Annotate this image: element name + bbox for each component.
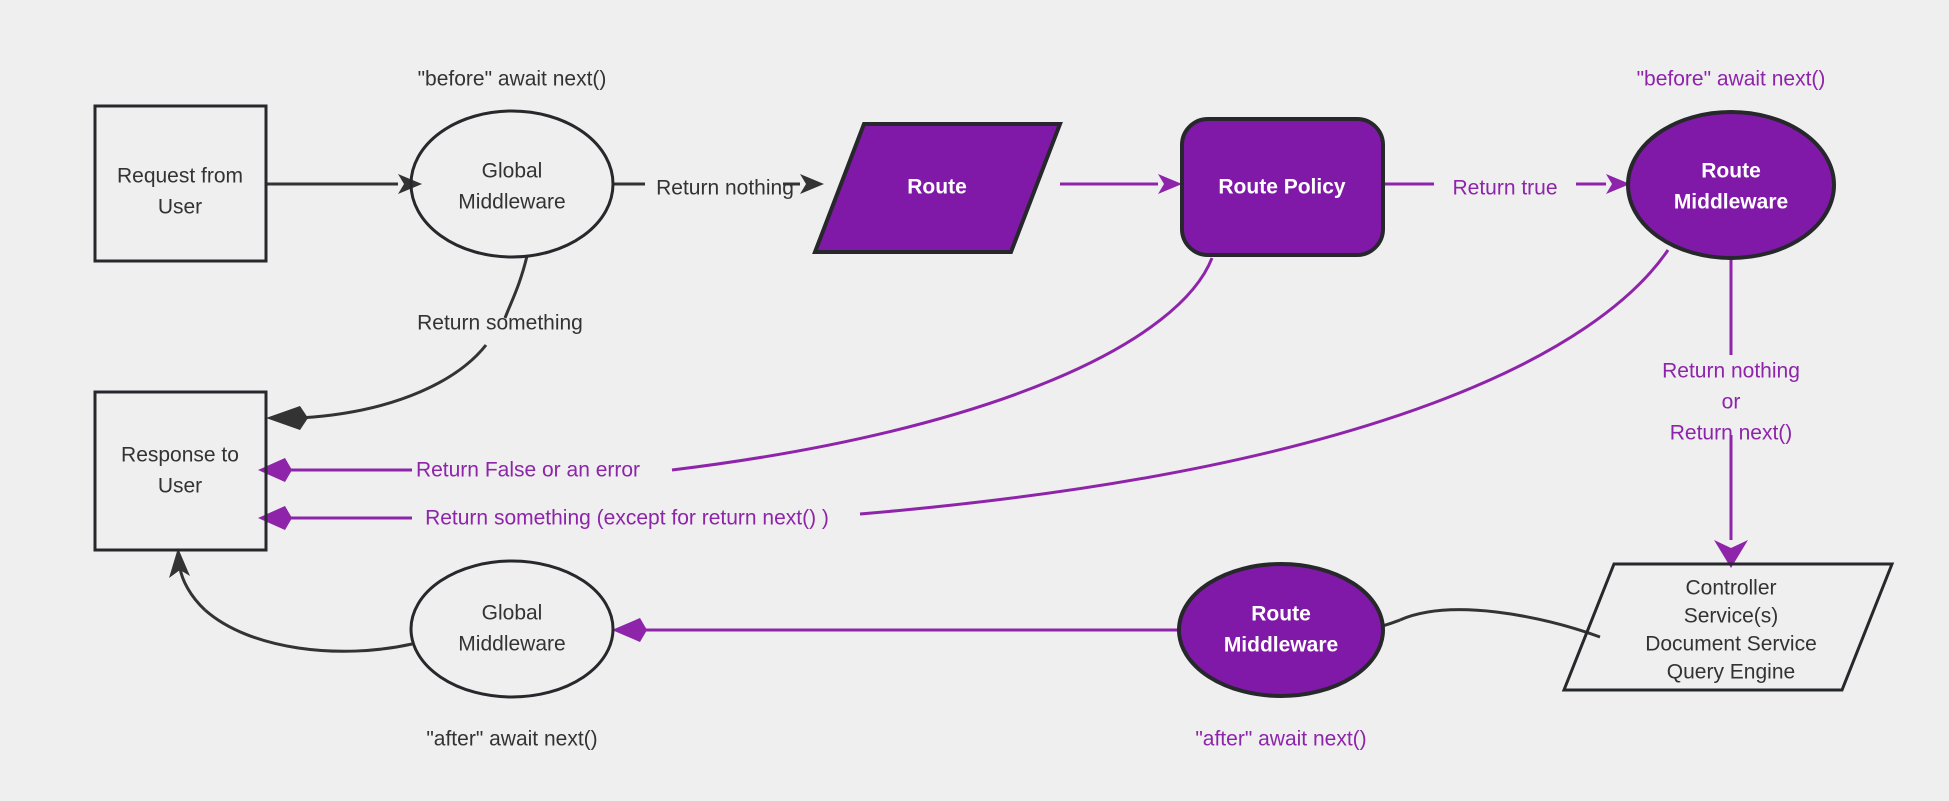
edge-label-return-true: Return true (1452, 177, 1557, 200)
node-controller-stack[interactable]: Controller Service(s) Document Service Q… (1561, 562, 1895, 692)
node-route-middleware-top-line1: Route (1701, 160, 1761, 183)
node-route-middleware-top[interactable]: Route Middleware (1626, 110, 1836, 260)
edge-route-to-route-policy (1060, 174, 1182, 194)
node-global-middleware-bottom-line2: Middleware (458, 633, 565, 656)
node-response-to-user-line2: User (158, 475, 202, 498)
edge-global-middleware-bottom-to-response (169, 548, 413, 653)
node-route[interactable]: Route (812, 122, 1063, 254)
node-controller-stack-line1: Controller (1685, 577, 1776, 600)
annotation-after-await-next-global: "after" await next() (426, 728, 597, 751)
edge-global-middleware-to-route (613, 174, 824, 194)
node-route-middleware-bottom[interactable]: Route Middleware (1177, 562, 1385, 698)
edge-label-return-nothing-or-next-line1: Return nothing (1662, 360, 1800, 383)
edge-label-return-false-or-error: Return False or an error (416, 459, 640, 482)
edge-route-policy-to-route-middleware (1383, 174, 1630, 194)
edge-label-return-nothing-or-next-line2: or (1722, 391, 1741, 414)
node-route-label: Route (907, 176, 967, 199)
edge-label-return-nothing-or-next-line3: Return next() (1670, 422, 1793, 445)
node-controller-stack-line4: Query Engine (1667, 661, 1795, 684)
edge-label-return-something-except-next: Return something (except for return next… (425, 507, 829, 530)
node-global-middleware-top-line2: Middleware (458, 191, 565, 214)
node-global-middleware-top-line1: Global (482, 160, 543, 183)
edge-label-return-nothing: Return nothing (656, 177, 794, 200)
node-global-middleware-top[interactable]: Global Middleware (409, 109, 615, 259)
node-controller-stack-line3: Document Service (1645, 633, 1817, 656)
edge-label-return-something-top: Return something (417, 312, 583, 335)
annotation-before-await-next-global: "before" await next() (418, 68, 607, 91)
edge-global-middleware-to-response (266, 255, 529, 430)
annotation-after-await-next-route: "after" await next() (1195, 728, 1366, 751)
node-response-to-user-line1: Response to (121, 444, 239, 467)
node-global-middleware-bottom[interactable]: Global Middleware (409, 559, 615, 699)
edge-route-policy-to-response-false (258, 257, 1214, 482)
edge-request-to-global-middleware (266, 174, 422, 194)
edge-route-middleware-to-controller (1714, 258, 1748, 568)
node-controller-stack-line2: Service(s) (1684, 605, 1779, 628)
node-request-from-user-line2: User (158, 196, 202, 219)
edge-route-middleware-bottom-to-global-middleware-bottom (612, 618, 1178, 642)
node-route-policy-label: Route Policy (1218, 176, 1346, 199)
node-request-from-user-line1: Request from (117, 165, 243, 188)
node-route-middleware-top-line2: Middleware (1674, 191, 1788, 214)
annotation-before-await-next-route: "before" await next() (1637, 68, 1826, 91)
node-request-from-user[interactable]: Request from User (93, 104, 268, 263)
node-response-to-user[interactable]: Response to User (93, 390, 268, 552)
node-global-middleware-bottom-line1: Global (482, 602, 543, 625)
node-route-middleware-bottom-line1: Route (1251, 603, 1311, 626)
edge-route-middleware-to-response-something (258, 249, 1670, 530)
node-route-policy[interactable]: Route Policy (1180, 117, 1385, 257)
node-route-middleware-bottom-line2: Middleware (1224, 634, 1338, 657)
